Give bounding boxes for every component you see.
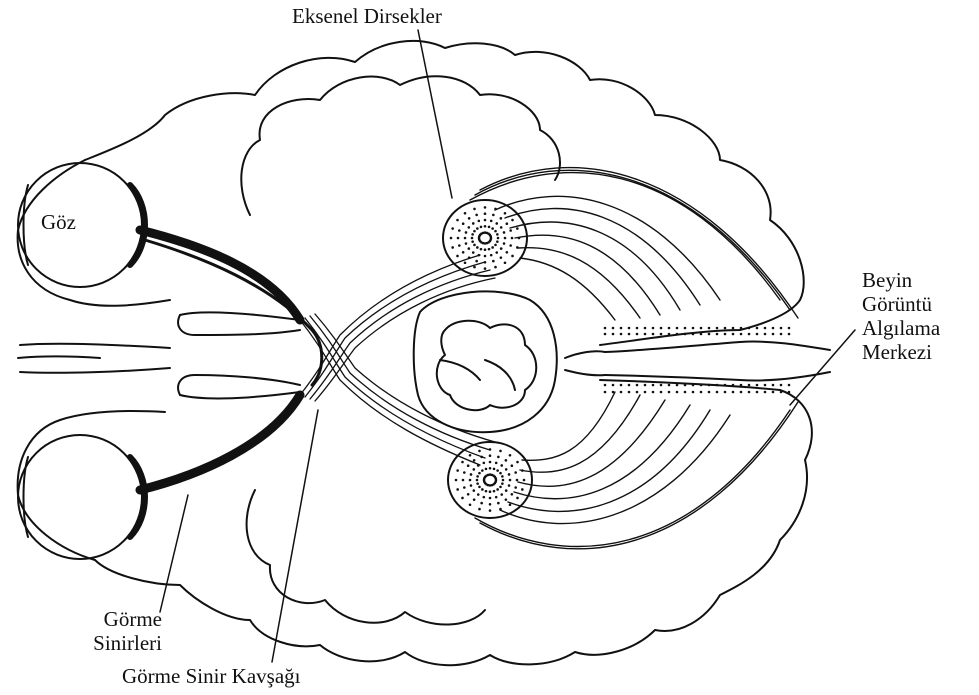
- optic-chiasm: [300, 255, 495, 465]
- optic-nerves-label: Görme Sinirleri: [66, 607, 162, 655]
- leader-optic-nerves: [160, 495, 188, 612]
- optic-nerve-upper: [140, 230, 300, 320]
- visual-cortex-label-line-1: Beyin: [862, 268, 972, 292]
- midline: [18, 357, 100, 359]
- brain-outline-lower: [95, 380, 812, 665]
- eye-lower: [18, 435, 142, 559]
- longitudinal-fissure-lower: [605, 372, 830, 381]
- visual-cortex-label-line-3: Algılama: [862, 316, 972, 340]
- leader-axial-bends: [418, 30, 452, 198]
- dot-pattern: [450, 206, 791, 512]
- optic-nerves-label-line-1: Görme: [66, 607, 162, 631]
- eye-label: Göz: [41, 210, 76, 234]
- axial-bends-label: Eksenel Dirsekler: [292, 4, 442, 28]
- axial-bend-lower: [448, 442, 532, 518]
- visual-cortex-label-line-4: Merkezi: [862, 340, 972, 364]
- optic-nerves-label-line-2: Sinirleri: [66, 631, 162, 655]
- eye-upper: [18, 163, 142, 287]
- optic-nerve-lower: [140, 395, 300, 490]
- leader-visual-cortex: [790, 330, 855, 405]
- olfactory-lower: [178, 375, 300, 395]
- frontal-lobe-upper-inner: [241, 76, 560, 215]
- optic-radiation-upper: [470, 168, 798, 320]
- leader-optic-chiasm: [272, 410, 318, 662]
- visual-cortex-label-line-2: Görüntü: [862, 292, 972, 316]
- visual-cortex-label: Beyin Görüntü Algılama Merkezi: [862, 268, 972, 364]
- optic-chiasm-label: Görme Sinir Kavşağı: [122, 664, 300, 688]
- longitudinal-fissure: [605, 342, 830, 352]
